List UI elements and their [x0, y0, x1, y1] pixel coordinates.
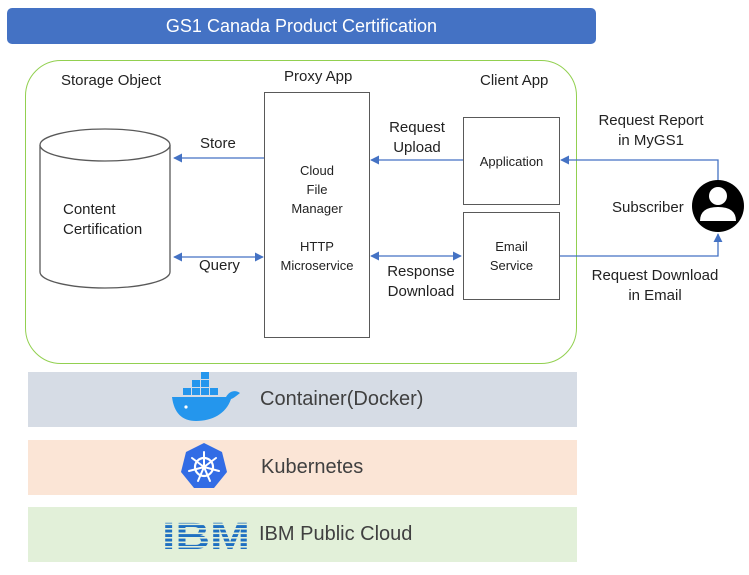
docker-whale-icon: [172, 372, 240, 421]
subscriber-label: Subscriber: [612, 199, 684, 216]
title-bar: GS1 Canada Product Certification: [7, 8, 596, 44]
storage-label-line2: Certification: [63, 221, 143, 238]
kubernetes-layer-band: Kubernetes: [28, 440, 577, 495]
ibm-layer-band: IBM Public Cloud: [28, 507, 577, 562]
request-report-line1: Request Report: [598, 112, 704, 129]
kubernetes-layer-label: Kubernetes: [261, 456, 364, 478]
request-download-line2: in Email: [628, 287, 682, 304]
request-upload-label: Request Upload: [381, 118, 453, 158]
section-label-storage-object: Storage Object: [61, 72, 162, 89]
response-download-line2: Download: [387, 283, 455, 300]
storage-cylinder: [39, 128, 171, 289]
request-upload-line2: Upload: [393, 139, 441, 156]
user-icon: [692, 180, 744, 232]
application-label: Application: [479, 153, 544, 169]
storage-label-line1: Content: [63, 201, 116, 218]
email-line-email: Email: [495, 239, 528, 254]
proxy-line-microservice: Microservice: [280, 258, 354, 273]
query-label: Query: [199, 257, 240, 274]
request-upload-line1: Request: [389, 119, 445, 136]
request-download-line1: Request Download: [591, 267, 719, 284]
response-download-line1: Response: [387, 263, 455, 280]
request-download-label: Request Download in Email: [580, 266, 730, 306]
kubernetes-helm-icon: [181, 443, 227, 488]
section-label-proxy-app: Proxy App: [284, 68, 353, 85]
email-service-box: Email Service: [463, 212, 560, 300]
request-report-line2: in MyGS1: [618, 132, 684, 149]
email-line-service: Service: [489, 258, 534, 273]
cloud-file-manager-box: Cloud File Manager HTTP Microservice: [264, 92, 370, 338]
diagram-title: GS1 Canada Product Certification: [165, 15, 438, 36]
system-boundary: [25, 60, 577, 364]
proxy-line-http: HTTP: [300, 239, 334, 254]
proxy-line-cloud: Cloud: [300, 163, 334, 178]
docker-layer-band: Container(Docker): [28, 372, 577, 427]
docker-layer-label: Container(Docker): [260, 388, 424, 410]
proxy-line-file: File: [306, 182, 328, 197]
proxy-line-manager: Manager: [291, 201, 343, 216]
store-label: Store: [200, 135, 236, 152]
section-label-client-app: Client App: [480, 72, 549, 89]
request-download-arrow: [560, 233, 723, 257]
storage-label: Content Certification: [40, 200, 170, 240]
ibm-logo: IBM: [160, 516, 252, 558]
request-report-label: Request Report in MyGS1: [586, 111, 716, 151]
response-download-label: Response Download: [379, 262, 463, 302]
request-report-arrow: [560, 155, 719, 180]
application-box: Application: [463, 117, 560, 205]
ibm-layer-label: IBM Public Cloud: [259, 523, 413, 545]
